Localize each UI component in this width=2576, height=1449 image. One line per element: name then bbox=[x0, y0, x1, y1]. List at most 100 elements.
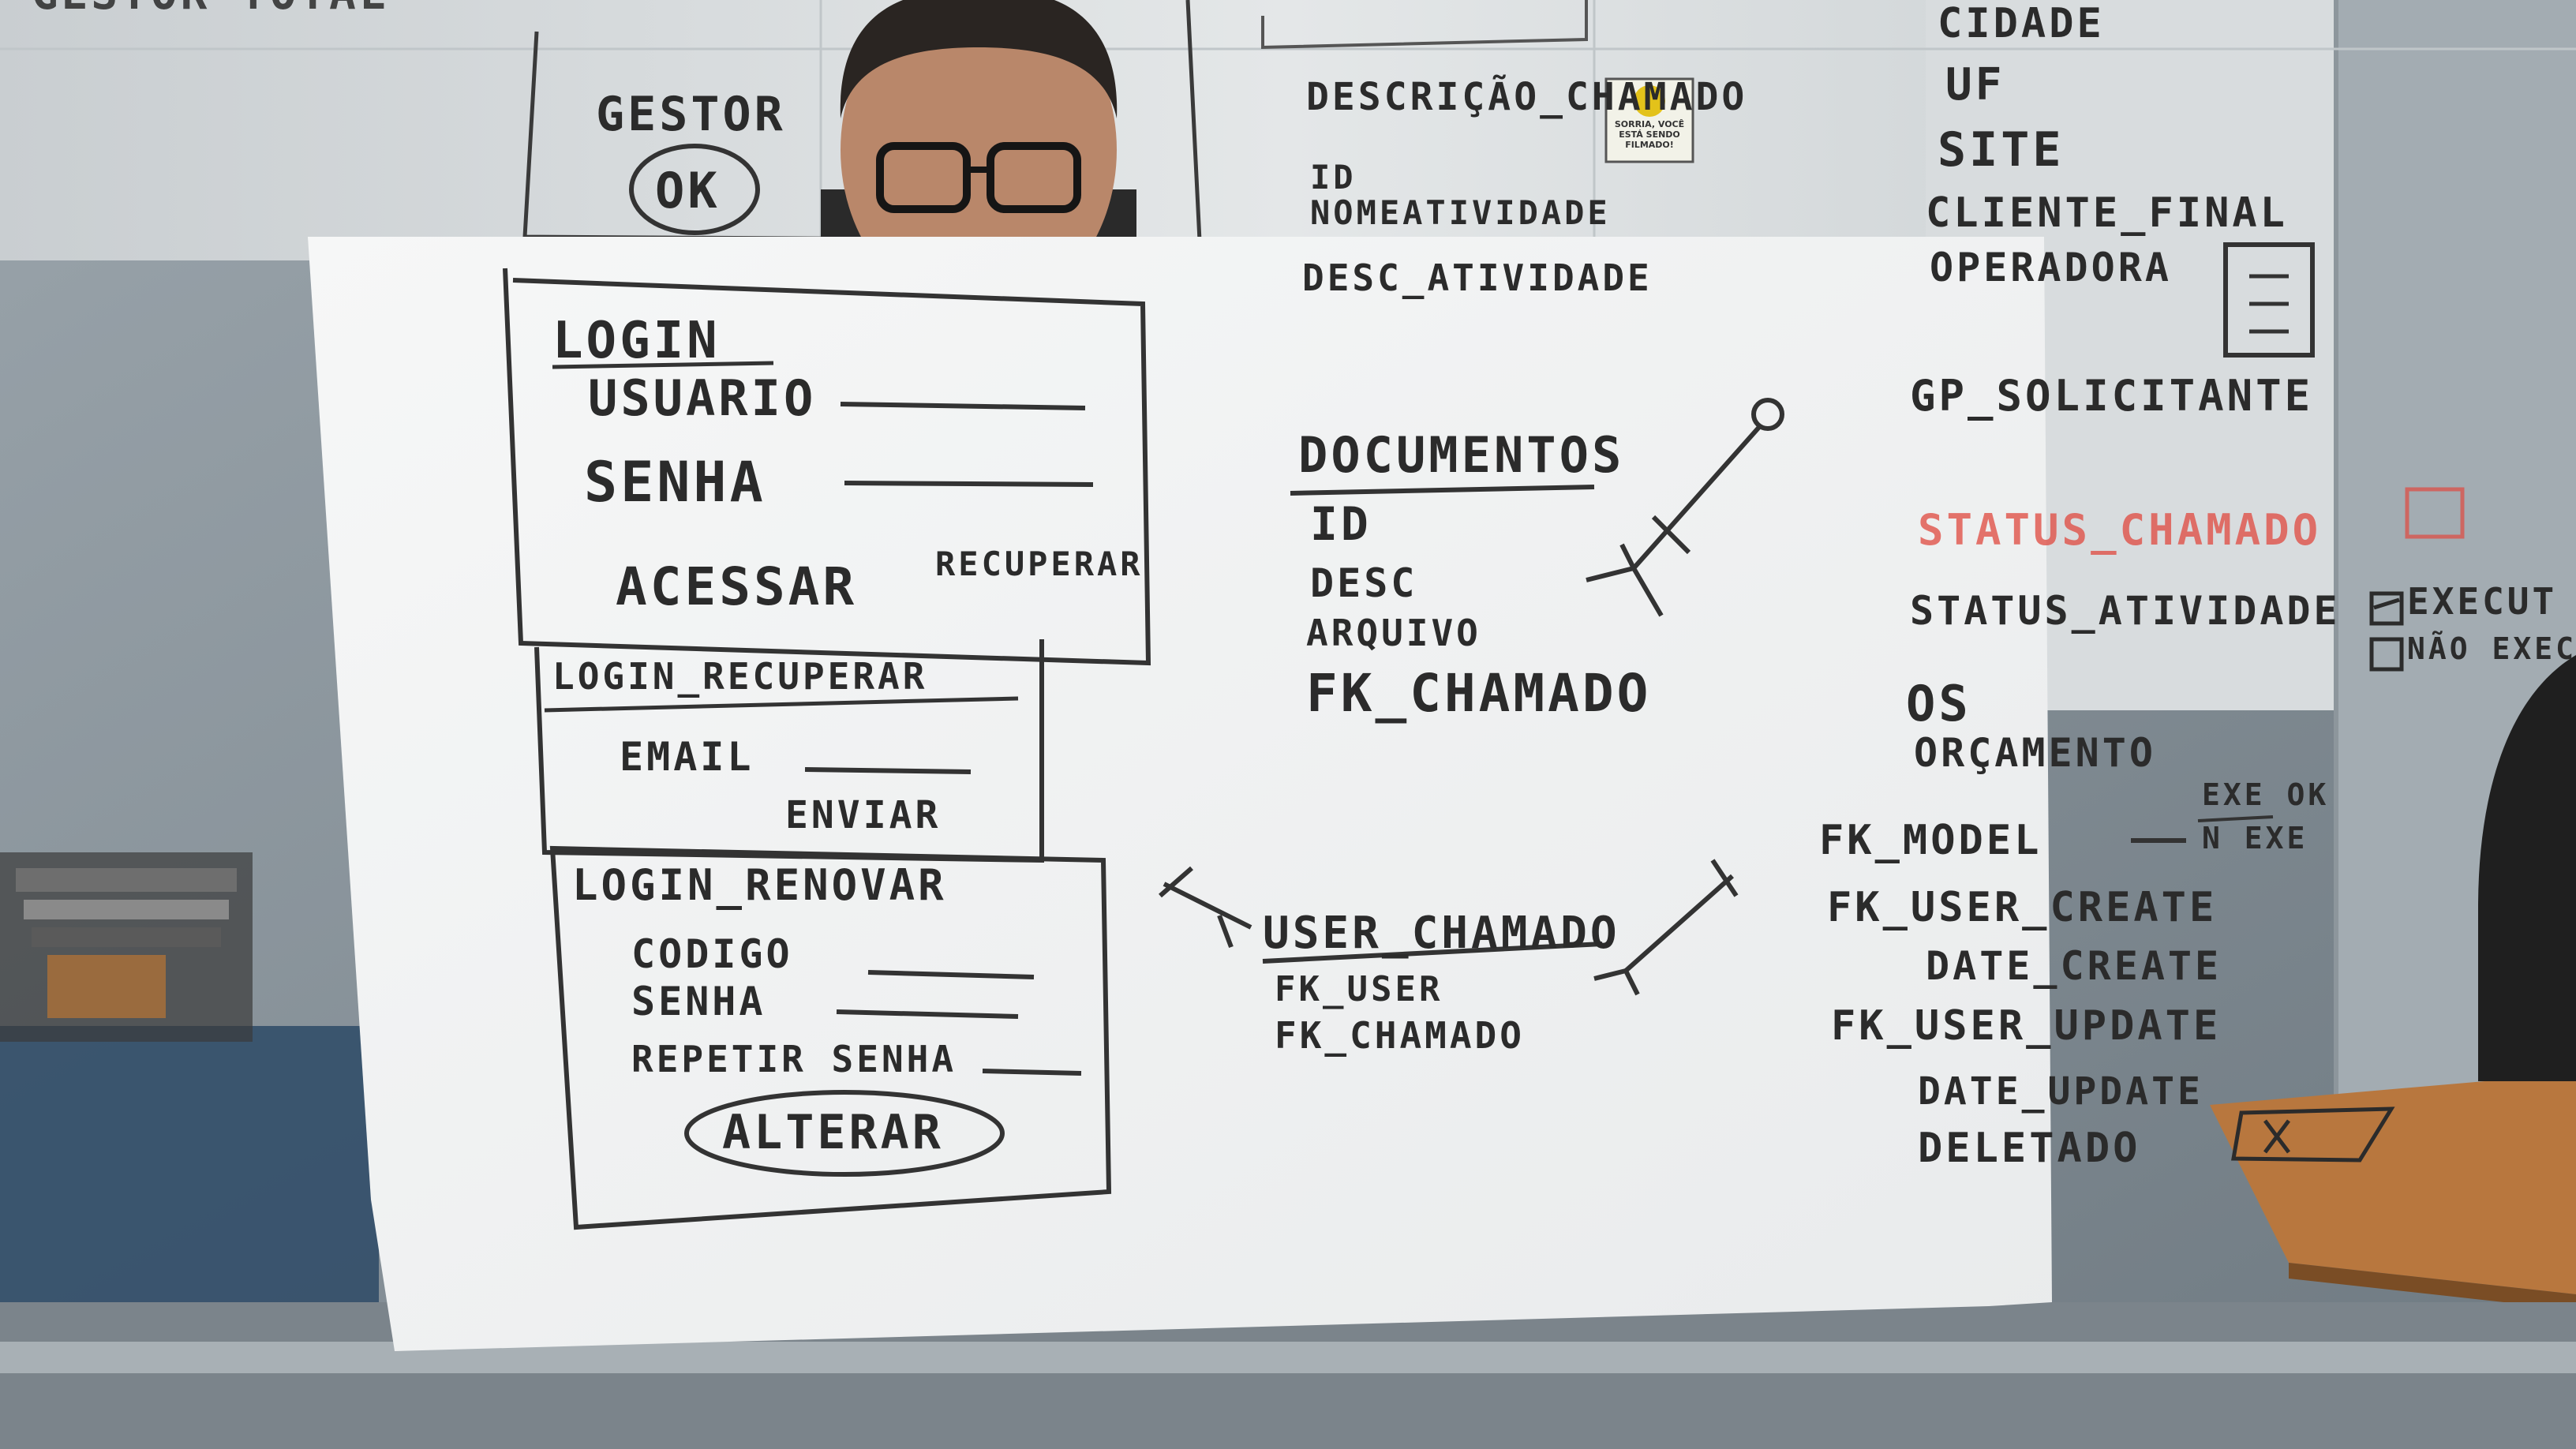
right-field: SITE bbox=[1938, 122, 2065, 178]
login-user-label: USUARIO bbox=[588, 369, 817, 427]
right-field: CIDADE bbox=[1938, 0, 2105, 47]
brown-box bbox=[47, 955, 166, 1018]
documents-title: DOCUMENTOS bbox=[1298, 426, 1625, 484]
relation-left-bar bbox=[1217, 914, 1234, 949]
right-field: FK_USER_CREATE bbox=[1827, 884, 2218, 931]
documents-field: FK_CHAMADO bbox=[1306, 663, 1652, 724]
recover-link[interactable]: RECUPERAR bbox=[935, 545, 1144, 583]
documents-field: ID bbox=[1310, 497, 1372, 551]
right-field: FK_USER_UPDATE bbox=[1831, 1002, 2222, 1050]
right-field: DATE_CREATE bbox=[1926, 943, 2222, 989]
crowfoot bbox=[1586, 566, 1634, 582]
crowfoot bbox=[1619, 543, 1636, 570]
checkbox-checked bbox=[2369, 591, 2404, 626]
right-field: FK_MODEL bbox=[1819, 817, 2042, 864]
sticker-line: SORRIA, VOCÊ bbox=[1614, 119, 1685, 129]
change-button[interactable]: ALTERAR bbox=[722, 1105, 944, 1160]
user-chamado-underline bbox=[1262, 942, 1603, 964]
right-field: DATE_UPDATE bbox=[1918, 1069, 2203, 1114]
person-head bbox=[841, 0, 1117, 316]
description-field: DESC_ATIVIDADE bbox=[1302, 256, 1653, 299]
desk-edge bbox=[2289, 1263, 2576, 1310]
glasses-left bbox=[876, 142, 971, 213]
right-field: STATUS_ATIVIDADE bbox=[1910, 588, 2341, 634]
crowfoot bbox=[1623, 969, 1640, 996]
change-button-oval bbox=[684, 1090, 1005, 1177]
smiley-icon bbox=[1634, 85, 1665, 117]
password2-field-line bbox=[836, 1009, 1019, 1019]
book-stack bbox=[24, 900, 229, 919]
cut-header: GESTOR TOTAL bbox=[32, 0, 389, 20]
top-box-line bbox=[1261, 0, 1588, 50]
book-stack bbox=[16, 868, 237, 892]
gestor-label: GESTOR bbox=[596, 87, 786, 142]
red-checkbox bbox=[2405, 487, 2465, 539]
person-right bbox=[2478, 655, 2576, 1081]
documents-title-underline bbox=[1290, 485, 1595, 496]
documents-field: ARQUIVO bbox=[1306, 612, 1481, 654]
documents-field: DESC bbox=[1310, 560, 1418, 606]
recover-title: LOGIN_RECUPERAR bbox=[552, 655, 928, 698]
login-title: LOGIN bbox=[552, 312, 721, 370]
deleted-checkbox bbox=[2231, 1106, 2395, 1163]
send-button[interactable]: ENVIAR bbox=[785, 793, 942, 837]
status-option-checked: EXECUT bbox=[2407, 580, 2558, 623]
password-field-line bbox=[844, 481, 1094, 487]
description-field: NOMEATIVIDADE bbox=[1310, 193, 1611, 232]
code-field-line bbox=[867, 970, 1035, 979]
status-option-unchecked: NÃO EXEC bbox=[2407, 631, 2576, 666]
book-stack bbox=[32, 927, 221, 947]
ok-label: OK bbox=[655, 162, 721, 219]
user-chamado-field: FK_CHAMADO bbox=[1275, 1014, 1525, 1057]
renew-box bbox=[549, 845, 1112, 1230]
crowfoot bbox=[1593, 968, 1627, 981]
sticker-line: FILMADO! bbox=[1625, 140, 1674, 150]
checkbox-empty bbox=[2369, 637, 2404, 672]
relation-left bbox=[1163, 882, 1252, 930]
left-desk bbox=[0, 1026, 379, 1342]
user-chamado-field: FK_USER bbox=[1275, 969, 1443, 1009]
description-field: ID bbox=[1310, 158, 1357, 197]
renew-title: LOGIN_RENOVAR bbox=[572, 860, 947, 910]
right-field: GP_SOLICITANTE bbox=[1910, 371, 2314, 421]
user-chamado-title: USER_CHAMADO bbox=[1263, 908, 1620, 959]
description-title: DESCRIÇÃO_CHAMADO bbox=[1306, 75, 1748, 119]
renew-password-label: SENHA bbox=[631, 979, 766, 1024]
recover-box bbox=[534, 639, 1044, 863]
right-field: DELETADO bbox=[1918, 1125, 2141, 1172]
repeat-field-line bbox=[982, 1069, 1082, 1076]
glasses-right bbox=[987, 142, 1081, 213]
access-button[interactable]: ACESSAR bbox=[616, 556, 858, 617]
relation-right bbox=[1624, 874, 1734, 973]
renew-repeat-label: REPETIR SENHA bbox=[631, 1038, 957, 1080]
relation-right-bar bbox=[1710, 859, 1739, 897]
crowfoot-bar bbox=[1651, 515, 1691, 555]
model-options-divider bbox=[2197, 815, 2274, 822]
renew-code-label: CODIGO bbox=[631, 931, 793, 977]
model-option-bottom: N EXE bbox=[2202, 821, 2308, 856]
crowfoot bbox=[1631, 567, 1664, 617]
deleted-x bbox=[2263, 1119, 2290, 1154]
relation-optional bbox=[1751, 398, 1784, 431]
ok-circle bbox=[629, 144, 760, 235]
recover-email-label: EMAIL bbox=[620, 734, 754, 780]
list-icon bbox=[2223, 242, 2315, 358]
right-field: OS bbox=[1906, 675, 1971, 732]
relation-left-bar bbox=[1159, 866, 1193, 898]
person-hair bbox=[840, 0, 1118, 118]
model-option-top: EXE OK bbox=[2202, 777, 2330, 812]
login-box bbox=[503, 268, 1151, 666]
relation-line bbox=[1631, 425, 1762, 570]
recover-title-underline bbox=[544, 696, 1019, 713]
user-field-line bbox=[840, 402, 1086, 410]
desk bbox=[2210, 1073, 2576, 1294]
paper-sheet bbox=[308, 237, 2052, 1351]
right-field: UF bbox=[1945, 59, 2005, 110]
right-field: CLIENTE_FINAL bbox=[1926, 189, 2288, 237]
login-password-label: SENHA bbox=[584, 450, 766, 515]
login-title-underline bbox=[552, 361, 774, 369]
right-field: OPERADORA bbox=[1930, 245, 2172, 290]
window-frame-bottom bbox=[0, 1342, 2576, 1373]
